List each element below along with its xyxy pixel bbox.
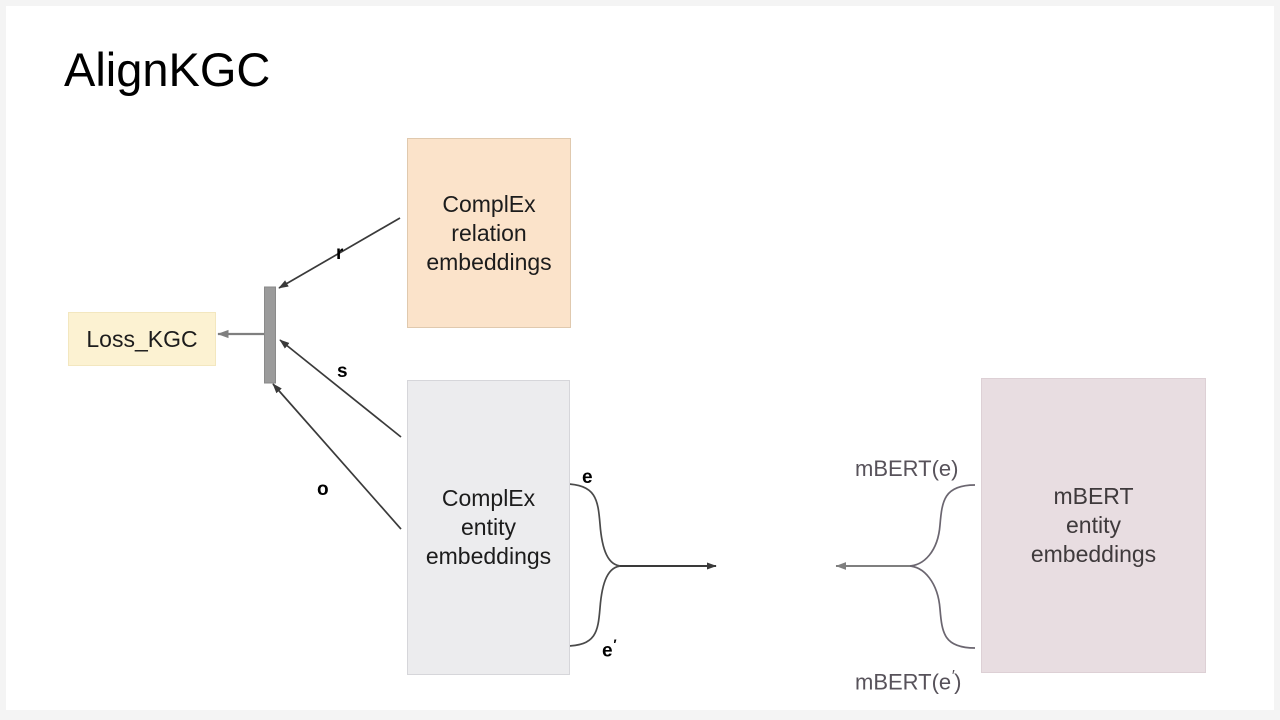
edge-label-object: o bbox=[317, 479, 329, 500]
node-complex-entity-embeddings[interactable]: ComplEx entity embeddings bbox=[407, 380, 570, 675]
edge-label-mbert-e-prime: mBERT(e′) bbox=[855, 668, 961, 695]
node-loss-kgc[interactable]: Loss_KGC bbox=[68, 312, 216, 366]
node-complex-entity-label: ComplEx entity embeddings bbox=[425, 485, 552, 569]
edge-relation-to-bar bbox=[278, 217, 401, 289]
node-complex-relation-embeddings[interactable]: ComplEx relation embeddings bbox=[407, 138, 571, 328]
curve-mbert-e-prime bbox=[907, 565, 976, 649]
edge-subject-to-bar bbox=[279, 339, 402, 438]
entity-e-prime-base: e bbox=[602, 640, 613, 662]
node-mbert-entity-embeddings[interactable]: mBERT entity embeddings bbox=[981, 378, 1206, 673]
mbert-e-prime-mark: ′ bbox=[951, 668, 955, 685]
curve-entity-e bbox=[564, 483, 623, 567]
mbert-e-prime-suffix: ) bbox=[954, 669, 962, 695]
node-complex-relation-label: ComplEx relation embeddings bbox=[426, 190, 552, 275]
edge-label-mbert-e: mBERT(e) bbox=[855, 456, 959, 481]
edge-label-entity-e-prime: e′ bbox=[602, 637, 616, 662]
scoring-bar bbox=[264, 286, 276, 384]
edge-label-subject: s bbox=[337, 361, 348, 382]
edge-label-relation: r bbox=[336, 243, 344, 264]
mbert-e-prime-prefix: mBERT(e bbox=[855, 669, 952, 695]
entity-e-prime-mark: ′ bbox=[612, 637, 616, 652]
curve-mbert-e bbox=[907, 484, 976, 567]
curve-entity-e-prime bbox=[564, 565, 623, 647]
node-loss-kgc-label: Loss_KGC bbox=[86, 325, 198, 352]
node-mbert-entity-label: mBERT entity embeddings bbox=[1030, 483, 1157, 567]
page-title: AlignKGC bbox=[64, 43, 271, 96]
edge-label-entity-e: e bbox=[582, 467, 593, 488]
edge-object-to-bar bbox=[272, 383, 402, 530]
